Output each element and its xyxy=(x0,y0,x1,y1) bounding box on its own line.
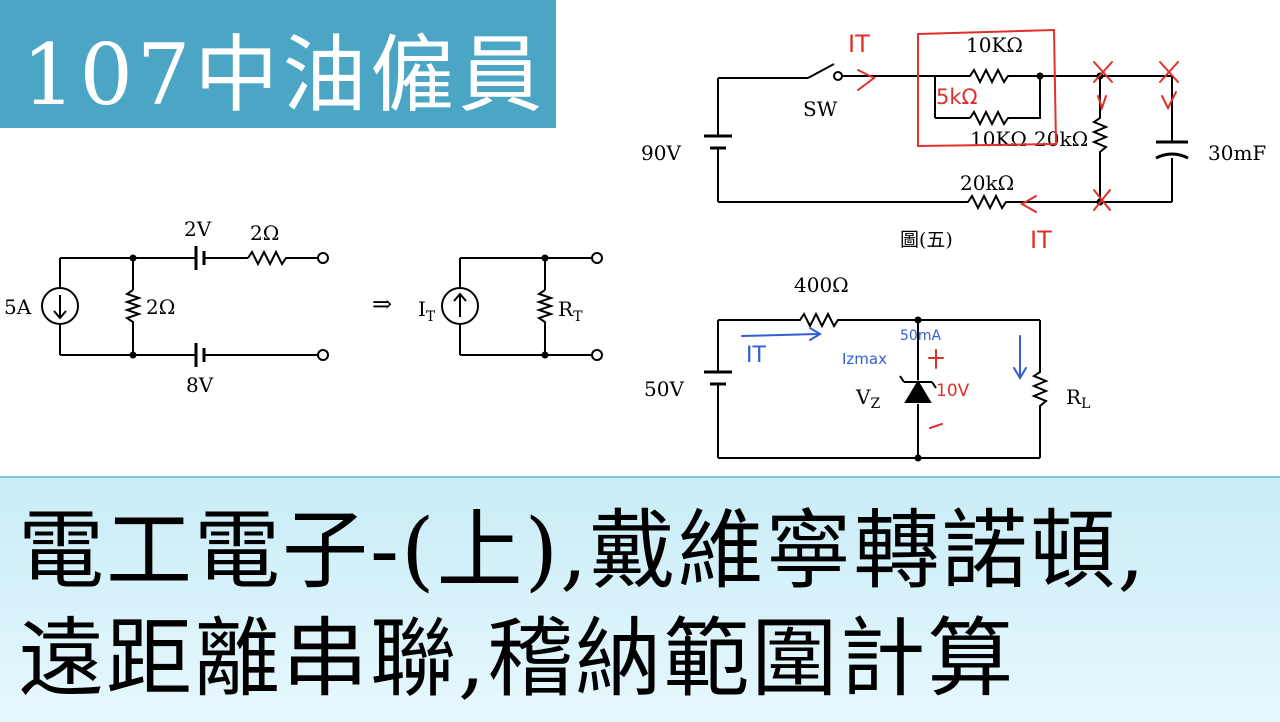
title-banner: 107中油僱員 xyxy=(0,0,556,128)
label-r4-20k: 20kΩ xyxy=(960,171,1014,195)
figure-caption: 圖(五) xyxy=(900,229,953,251)
label-r3-20k: 20kΩ xyxy=(1034,127,1088,151)
arrow-implies: ⇒ xyxy=(372,290,392,318)
zener-circuit xyxy=(704,311,1049,459)
label-r1-10k: 10KΩ xyxy=(966,33,1023,57)
red-10v: 10V xyxy=(936,381,970,401)
junction-dot xyxy=(914,316,922,324)
footer-banner: 電工電子-(上),戴維寧轉諾頓, 遠距離串聯,稽納範圍計算 xyxy=(0,476,1280,722)
label-50v: 50V xyxy=(644,377,684,401)
label-r2-10k: 10KΩ xyxy=(970,127,1027,151)
thevenin-norton-circuit xyxy=(41,246,329,367)
label-2v: 2V xyxy=(184,217,212,241)
junction-dot xyxy=(914,454,922,462)
label-8v: 8V xyxy=(186,373,214,397)
label-400ohm: 400Ω xyxy=(794,273,849,297)
red-it-bottom: IT xyxy=(1030,226,1052,254)
label-vz: VZ xyxy=(855,385,880,412)
junction-dot xyxy=(541,254,549,262)
label-rt: RT xyxy=(558,297,583,325)
label-90v: 90V xyxy=(641,141,681,165)
red-5k: 5kΩ xyxy=(936,85,978,109)
footer-line-1: 電工電子-(上),戴維寧轉諾頓, xyxy=(18,501,1147,601)
norton-equivalent-circuit xyxy=(441,252,603,361)
label-top-2ohm: 2Ω xyxy=(250,221,279,245)
label-sw: SW xyxy=(803,97,838,121)
junction-dot xyxy=(1036,72,1044,80)
video-title: 107中油僱員 xyxy=(22,26,547,124)
footer-line-2: 遠距離串聯,稽納範圍計算 xyxy=(18,609,1016,709)
blue-annotations xyxy=(741,327,1027,380)
blue-50ma: 50mA xyxy=(900,328,941,344)
circuit-diagrams: 5A 2Ω 2V 2Ω 8V ⇒ IT RT xyxy=(4,28,1266,462)
red-annotations xyxy=(857,28,1179,213)
label-it: IT xyxy=(418,297,436,325)
label-rl: RL xyxy=(1066,385,1090,412)
junction-dot xyxy=(541,351,549,359)
label-shunt-2ohm: 2Ω xyxy=(146,295,175,319)
blue-izmax: Izmax xyxy=(842,350,887,368)
figure-five-circuit xyxy=(704,63,1189,211)
label-5a: 5A xyxy=(4,295,32,319)
red-it-top: IT xyxy=(848,30,870,58)
label-30mf: 30mF xyxy=(1208,141,1266,165)
blue-it: IT xyxy=(746,343,766,368)
junction-dot xyxy=(129,254,137,262)
junction-dot xyxy=(129,351,137,359)
red-zener-marks xyxy=(928,349,944,429)
